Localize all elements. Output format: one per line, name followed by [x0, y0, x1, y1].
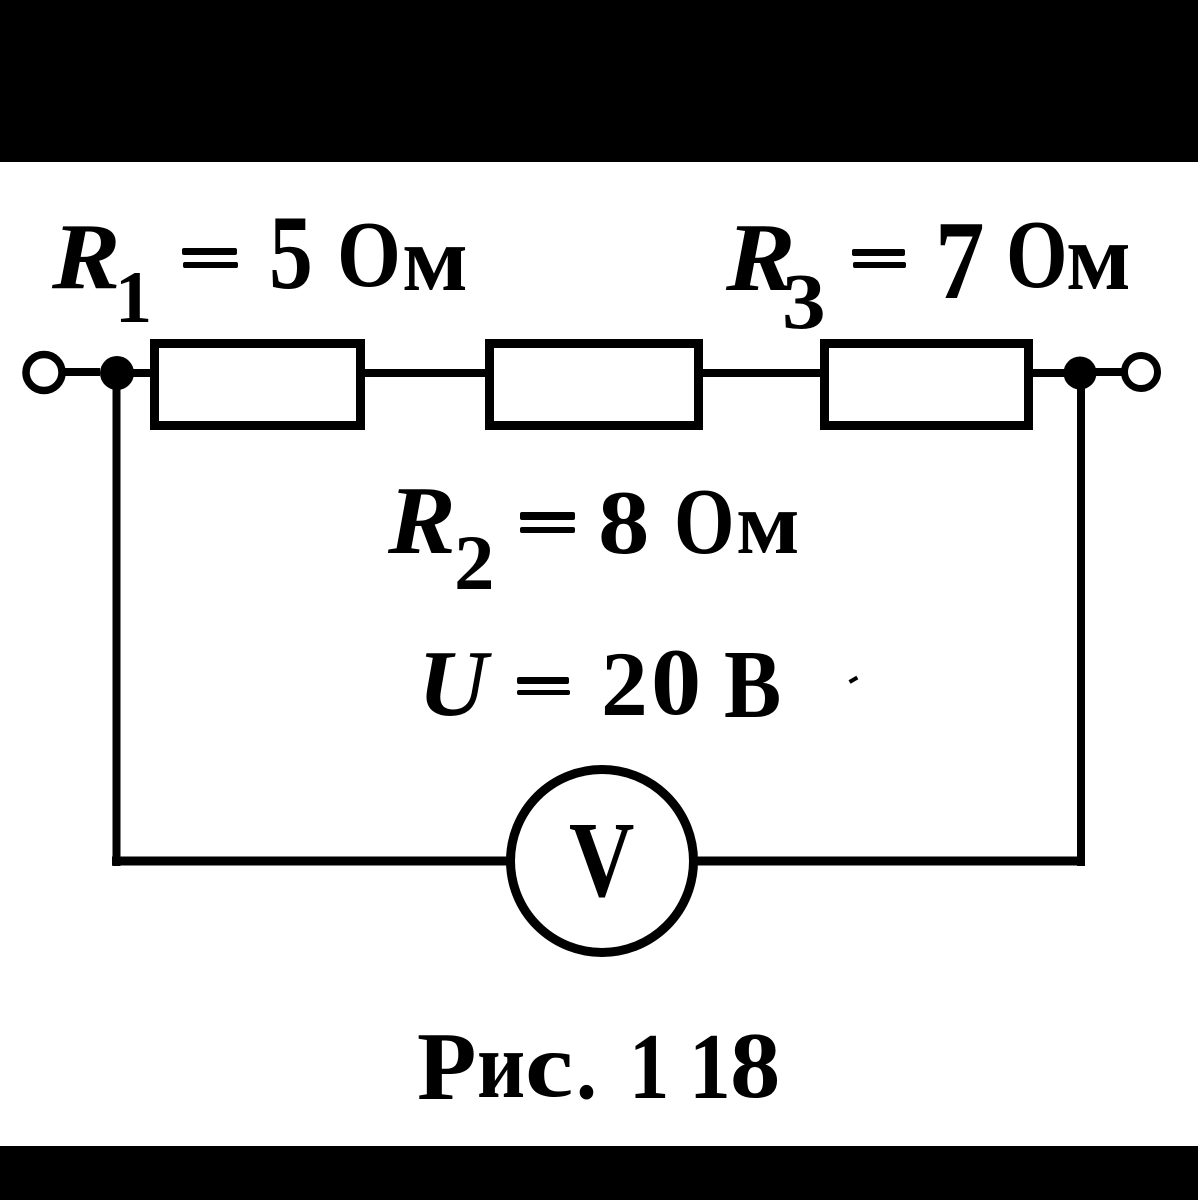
svg-text:2: 2 [601, 633, 648, 735]
svg-text:м: м [1066, 204, 1131, 310]
svg-text:3: 3 [782, 259, 826, 346]
svg-text:1: 1 [115, 257, 152, 339]
svg-text:Р: Р [417, 1013, 476, 1120]
svg-text:0: 0 [651, 629, 701, 735]
svg-text:О: О [1006, 201, 1068, 309]
svg-text:U: U [418, 632, 492, 736]
svg-text:м: м [402, 208, 468, 311]
svg-text:R: R [725, 204, 796, 311]
svg-text:В: В [724, 631, 781, 738]
svg-text:1: 1 [689, 1015, 731, 1119]
svg-text:7: 7 [935, 199, 985, 323]
svg-text:8: 8 [730, 1014, 780, 1118]
svg-text:О: О [337, 203, 401, 307]
svg-text:О: О [674, 470, 735, 574]
svg-text:и: и [477, 1012, 525, 1118]
svg-text:V: V [569, 801, 634, 920]
svg-text:м: м [736, 475, 800, 573]
svg-text:.: . [576, 1019, 597, 1118]
svg-text:R: R [51, 205, 121, 309]
svg-text:8: 8 [598, 472, 650, 573]
svg-text:1: 1 [629, 1015, 669, 1119]
svg-text:R: R [387, 467, 456, 574]
svg-text:2: 2 [454, 520, 495, 607]
svg-text:5: 5 [269, 193, 313, 311]
svg-text:с: с [525, 1014, 573, 1116]
